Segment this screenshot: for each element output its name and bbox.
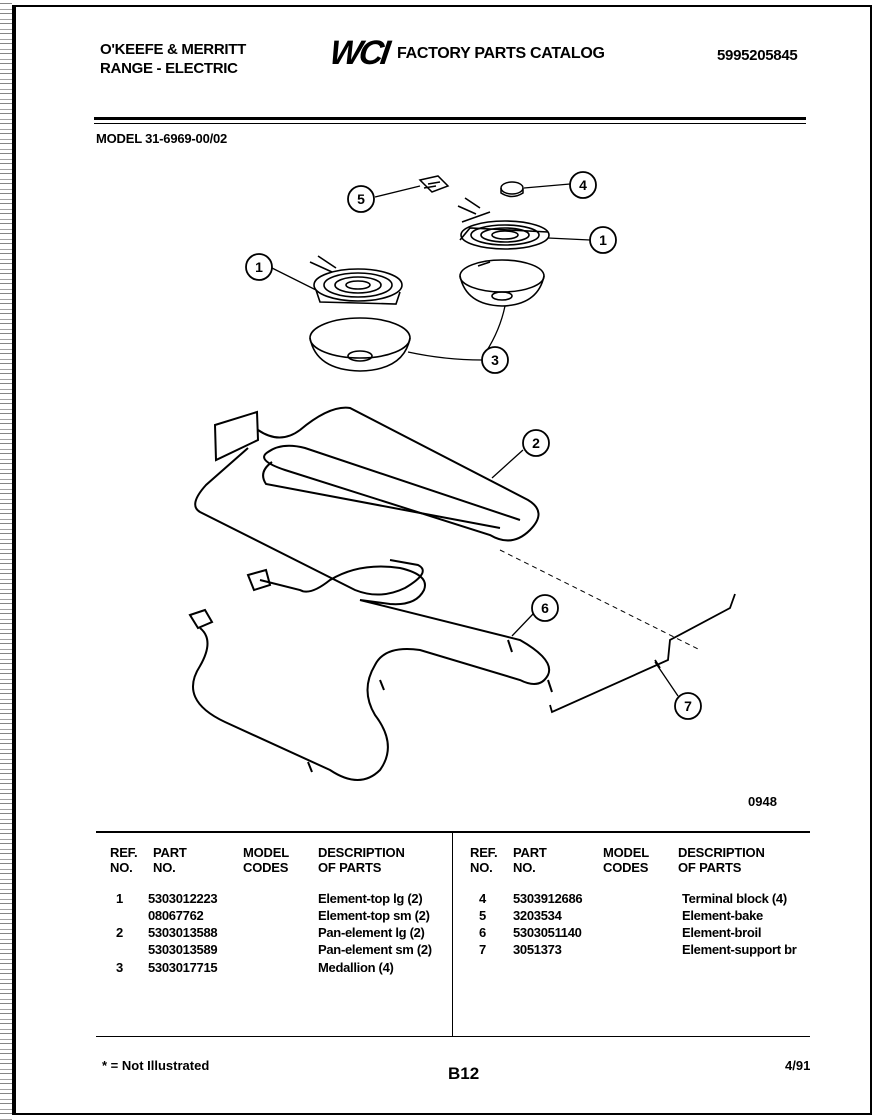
callout-5 <box>531 594 559 622</box>
part-cell: 5303013589 <box>148 942 218 957</box>
page-frame <box>12 5 872 1115</box>
page-code: B12 <box>448 1064 480 1083</box>
svg-text:1: 1 <box>255 259 263 275</box>
callout-labels: 5 4 1 1 3 2 6 7 <box>255 177 692 714</box>
callout-2 <box>481 346 509 374</box>
part-cell: 5303012223 <box>148 891 218 906</box>
header-ref-no: REF.NO. <box>470 845 498 875</box>
pan-element-upper <box>459 259 545 307</box>
svg-text:5: 5 <box>357 191 365 207</box>
callout-4 <box>347 185 375 213</box>
callout-6 <box>522 429 550 457</box>
brand-line-1: O'KEEFE & MERRITT <box>100 41 246 58</box>
part-cell: 3203534 <box>513 908 562 923</box>
desc-cell: Pan-element sm (2) <box>318 942 432 957</box>
desc-cell: Element-top lg (2) <box>318 891 423 906</box>
parts-diagram: 5 4 1 1 3 2 6 7 <box>188 171 736 781</box>
part-cell: 3051373 <box>513 942 562 957</box>
desc-cell: Element-top sm (2) <box>318 908 430 923</box>
ref-cell: 4 <box>479 891 486 906</box>
bake-element <box>188 565 553 781</box>
ref-cell: 3 <box>116 960 123 975</box>
svg-text:2: 2 <box>532 435 540 451</box>
callouts <box>245 171 702 720</box>
surface-element-lower <box>309 255 403 305</box>
pan-element-lower <box>309 317 411 372</box>
table-divider <box>452 833 453 1036</box>
part-cell: 5303013588 <box>148 925 218 940</box>
desc-cell: Medallion (4) <box>318 960 394 975</box>
figure-code: 0948 <box>748 794 777 809</box>
ref-cell: 5 <box>479 908 486 923</box>
part-cell: 08067762 <box>148 908 204 923</box>
brand-line-2: RANGE - ELECTRIC <box>100 60 238 77</box>
ref-cell: 7 <box>479 942 486 957</box>
svg-text:1: 1 <box>599 232 607 248</box>
footer-note: * = Not Illustrated <box>102 1058 210 1073</box>
callout-1b <box>589 226 617 254</box>
catalog-number: 5995205845 <box>717 47 798 64</box>
medallion <box>500 181 524 198</box>
callout-1a <box>245 253 273 281</box>
footer-date: 4/91 <box>785 1058 811 1073</box>
table-top-rule <box>96 831 810 833</box>
catalog-title: FACTORY PARTS CATALOG <box>397 45 605 62</box>
terminal-block <box>418 175 450 193</box>
desc-cell: Terminal block (4) <box>682 891 787 906</box>
header-rule <box>94 117 806 120</box>
desc-cell: Element-support br <box>682 942 797 957</box>
support-bracket <box>549 593 736 714</box>
desc-cell: Element-broil <box>682 925 762 940</box>
callout-7 <box>674 692 702 720</box>
ref-cell: 6 <box>479 925 486 940</box>
svg-text:4: 4 <box>579 177 587 193</box>
svg-text:6: 6 <box>541 600 549 616</box>
svg-text:3: 3 <box>491 352 499 368</box>
table-bottom-rule <box>96 1036 810 1037</box>
svg-text:7: 7 <box>684 698 692 714</box>
desc-cell: Pan-element lg (2) <box>318 925 425 940</box>
brand-block: O'KEEFE & MERRITT RANGE - ELECTRIC <box>100 40 246 78</box>
part-cell: 5303051140 <box>513 925 582 940</box>
ref-cell: 1 <box>116 891 123 906</box>
broil-element <box>194 406 540 596</box>
part-cell: 5303912686 <box>513 891 583 906</box>
scan-edge <box>0 0 12 1120</box>
guide-line <box>499 549 701 651</box>
desc-cell: Element-bake <box>682 908 763 923</box>
leader-lines <box>271 183 679 697</box>
part-cell: 5303017715 <box>148 960 218 975</box>
ref-cell: 2 <box>116 925 123 940</box>
header-rule-thin <box>94 123 806 124</box>
model-number: MODEL 31-6969-00/02 <box>96 131 228 146</box>
callout-3 <box>569 171 597 199</box>
header-ref-no: REF.NO. <box>110 845 138 875</box>
surface-element-upper <box>457 197 550 250</box>
